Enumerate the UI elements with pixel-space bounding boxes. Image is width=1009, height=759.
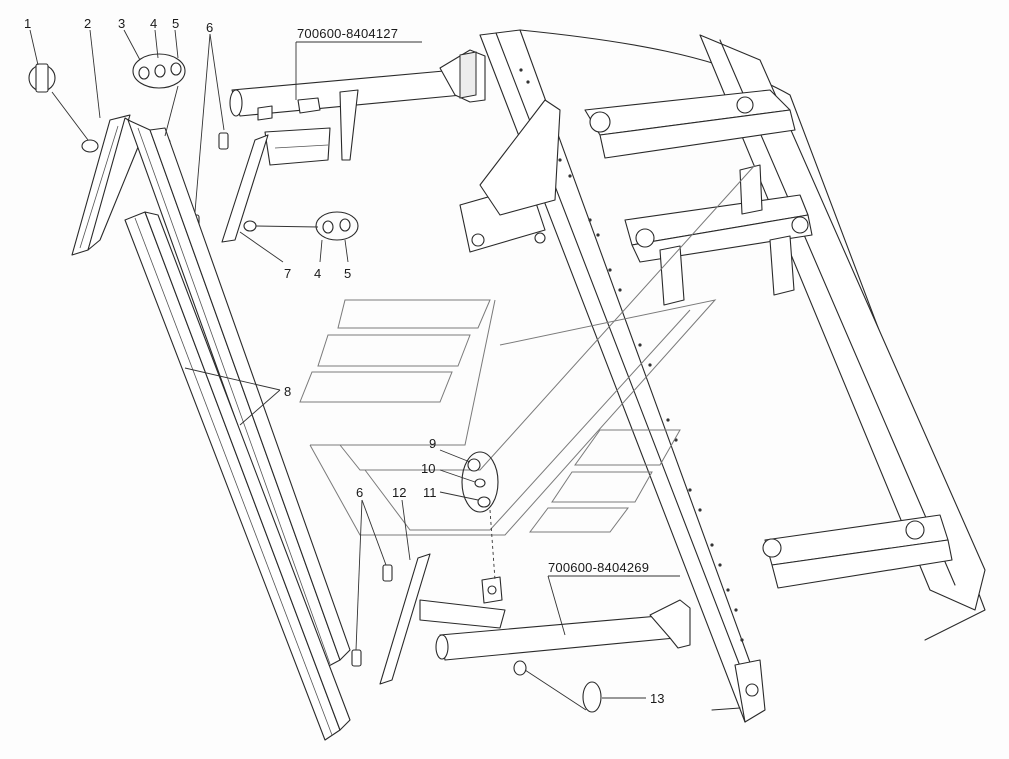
lower-bracket xyxy=(351,451,691,713)
callout-10: 10 xyxy=(421,461,435,476)
callout-9: 9 xyxy=(429,436,436,451)
callout-labels: 1 2 3 4 5 6 7 4 5 8 9 10 11 6 12 13 7006… xyxy=(24,16,664,706)
guide-outline xyxy=(299,164,756,536)
callout-1: 1 xyxy=(24,16,31,31)
callout-5: 5 xyxy=(172,16,179,31)
callout-4: 4 xyxy=(150,16,157,31)
long-rails xyxy=(124,119,351,741)
callout-8: 8 xyxy=(284,384,291,399)
rail-holes xyxy=(519,68,744,642)
callout-4-second: 4 xyxy=(314,266,321,281)
part-number-lower: 700600-8404269 xyxy=(548,560,649,575)
callout-11: 11 xyxy=(423,485,437,500)
callout-6: 6 xyxy=(206,20,213,35)
callout-7: 7 xyxy=(284,266,291,281)
callout-3: 3 xyxy=(118,16,125,31)
leader-lines xyxy=(29,29,680,711)
part-number-upper: 700600-8404127 xyxy=(297,26,398,41)
upper-bracket xyxy=(221,49,486,243)
vehicle-frame xyxy=(459,29,986,723)
callout-12: 12 xyxy=(392,485,406,500)
callout-6-second: 6 xyxy=(356,485,363,500)
callout-13: 13 xyxy=(650,691,664,706)
callout-2: 2 xyxy=(84,16,91,31)
callout-5-second: 5 xyxy=(344,266,351,281)
